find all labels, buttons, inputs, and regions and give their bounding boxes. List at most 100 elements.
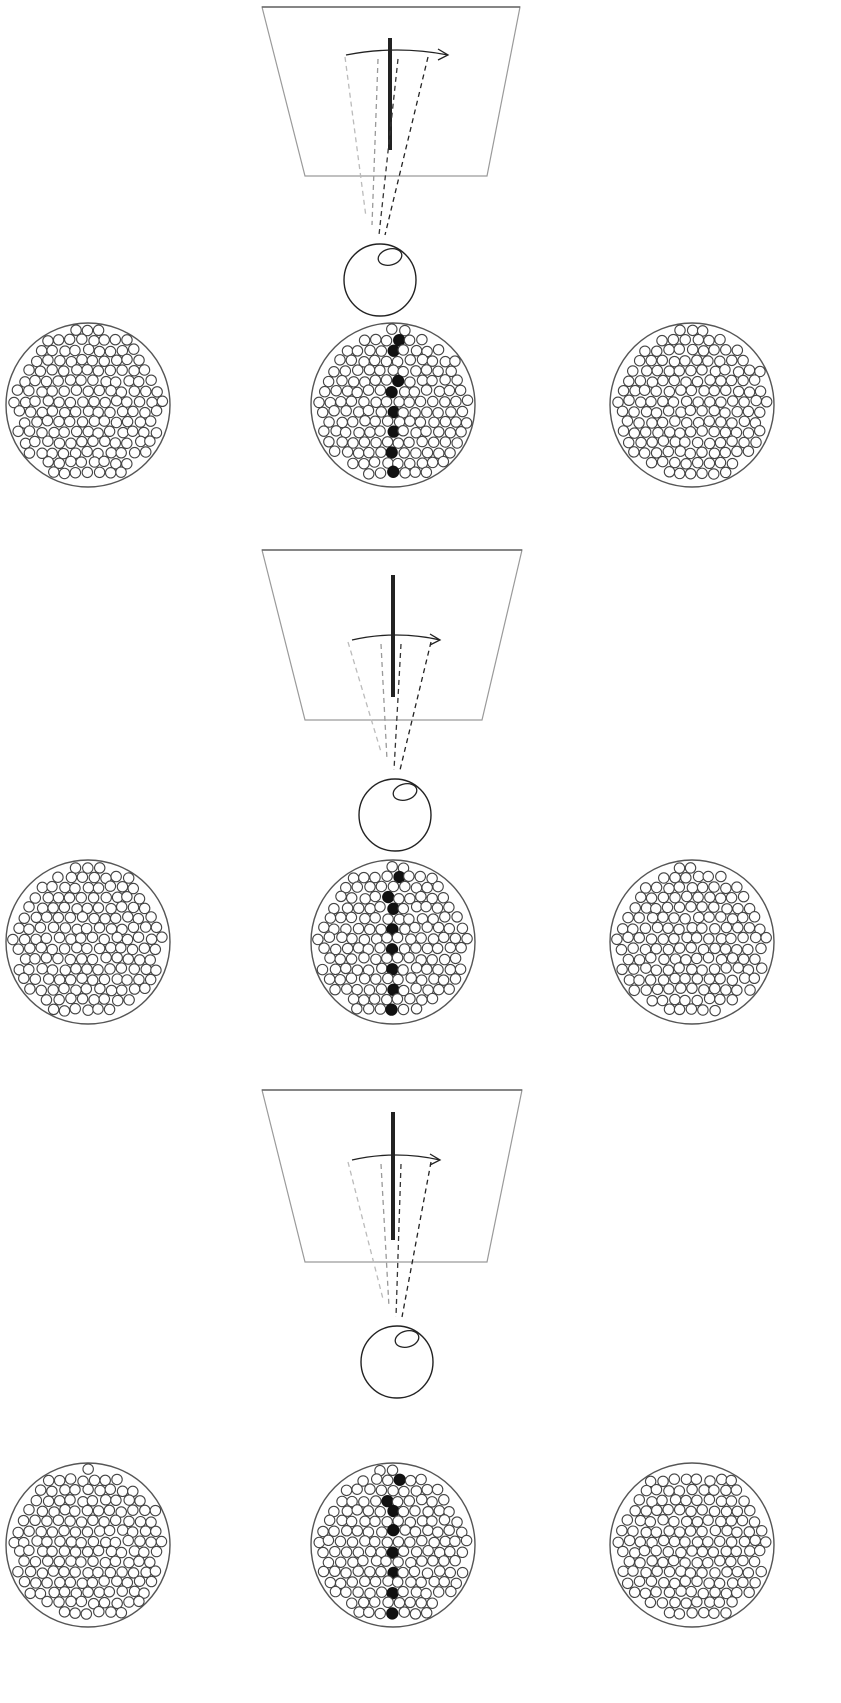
receptor-cell (122, 335, 132, 345)
receptor-cell (352, 346, 362, 356)
receptor-cell (150, 944, 160, 954)
receptor-cell (721, 883, 731, 893)
receptor-cell (639, 1545, 649, 1555)
receptor-cell (330, 1566, 340, 1576)
receptor-cell (440, 912, 450, 922)
receptor-cell (705, 375, 715, 385)
receptor-cell (715, 974, 725, 984)
receptor-cell (360, 1516, 370, 1526)
receptor-cell (382, 871, 392, 881)
receptor-cell (42, 1516, 52, 1526)
receptor-cell (663, 446, 673, 456)
receptor-cell (329, 446, 339, 456)
receptor-cell (83, 863, 93, 873)
receptor-cell (417, 1535, 427, 1545)
receptor-cell (697, 468, 707, 478)
receptor-cell (662, 902, 672, 912)
receptor-cell (53, 335, 63, 345)
receptor-cell (60, 923, 70, 933)
receptor-cell (341, 1547, 351, 1557)
receptor-cell (47, 1486, 57, 1496)
receptor-cell (117, 985, 127, 995)
receptor-cell (71, 385, 81, 395)
receptor-cell (370, 375, 380, 385)
receptor-cell (635, 1515, 645, 1525)
receptor-cell (337, 437, 347, 447)
receptor-cell (727, 953, 737, 963)
receptor-cell (714, 1597, 724, 1607)
receptor-cell (744, 1587, 754, 1597)
receptor-cell (674, 366, 684, 376)
receptor-cell (669, 934, 679, 944)
receptor-cell (427, 457, 437, 467)
receptor-cell (715, 893, 725, 903)
receptor-cell (749, 1517, 759, 1527)
receptor-cell (124, 376, 134, 386)
receptor-cell (652, 984, 662, 994)
receptor-cell (37, 1506, 47, 1516)
active-receptor (388, 1525, 399, 1536)
receptor-cell (745, 1505, 755, 1515)
receptor-cell (31, 1578, 41, 1588)
receptor-cell (104, 1525, 114, 1535)
receptor-cell (93, 325, 103, 335)
receptor-cell (24, 426, 34, 436)
receptor-cell (88, 1556, 98, 1566)
receptor-cell (113, 995, 123, 1005)
receptor-cell (30, 954, 40, 964)
receptor-cell (422, 922, 432, 932)
receptor-cell (676, 407, 686, 417)
receptor-cell (376, 881, 386, 891)
receptor-cell (400, 1525, 410, 1535)
receptor-cell (359, 973, 369, 983)
receptor-cell (692, 1557, 702, 1567)
receptor-cell (353, 448, 363, 458)
receptor-cell (663, 944, 673, 954)
receptor-cell (84, 344, 94, 354)
receptor-cell (416, 1577, 426, 1587)
receptor-cell (376, 1485, 386, 1495)
receptor-cell (624, 1535, 634, 1545)
receptor-cell (687, 983, 697, 993)
receptor-cell (146, 375, 156, 385)
receptor-cell (445, 448, 455, 458)
receptor-cell (726, 1556, 736, 1566)
receptor-cell (382, 953, 392, 963)
receptor-cell (346, 396, 356, 406)
receptor-cell (743, 428, 753, 438)
receptor-cell (60, 965, 70, 975)
receptor-cell (687, 923, 697, 933)
receptor-cell (78, 397, 88, 407)
receptor-cell (47, 1527, 57, 1537)
receptor-cell (37, 964, 47, 974)
receptor-cell (622, 1515, 632, 1525)
receptor-cell (365, 882, 375, 892)
receptor-cell (634, 418, 644, 428)
receptor-cell (387, 862, 397, 872)
receptor-cell (704, 912, 714, 922)
receptor-cell (370, 1597, 380, 1607)
receptor-cell (445, 964, 455, 974)
receptor-cell (94, 1587, 104, 1597)
receptor-cell (423, 1525, 433, 1535)
receptor-cell (664, 366, 674, 376)
receptor-cell (682, 1516, 692, 1526)
receptor-cell (629, 407, 639, 417)
receptor-cell (77, 334, 87, 344)
receptor-cell (66, 993, 76, 1003)
receptor-cell (83, 426, 93, 436)
receptor-cell (618, 1546, 628, 1556)
receptor-cell (13, 944, 23, 954)
receptor-cell (24, 924, 34, 934)
receptor-cell (319, 943, 329, 953)
receptor-cell (381, 397, 391, 407)
receptor-cell (18, 1515, 28, 1525)
receptor-cell (152, 387, 162, 397)
receptor-cell (82, 446, 92, 456)
receptor-cell (664, 467, 674, 477)
receptor-cell (433, 366, 443, 376)
receptor-cell (32, 417, 42, 427)
receptor-cell (59, 944, 69, 954)
receptor-cell (105, 881, 115, 891)
receptor-cell (452, 438, 462, 448)
